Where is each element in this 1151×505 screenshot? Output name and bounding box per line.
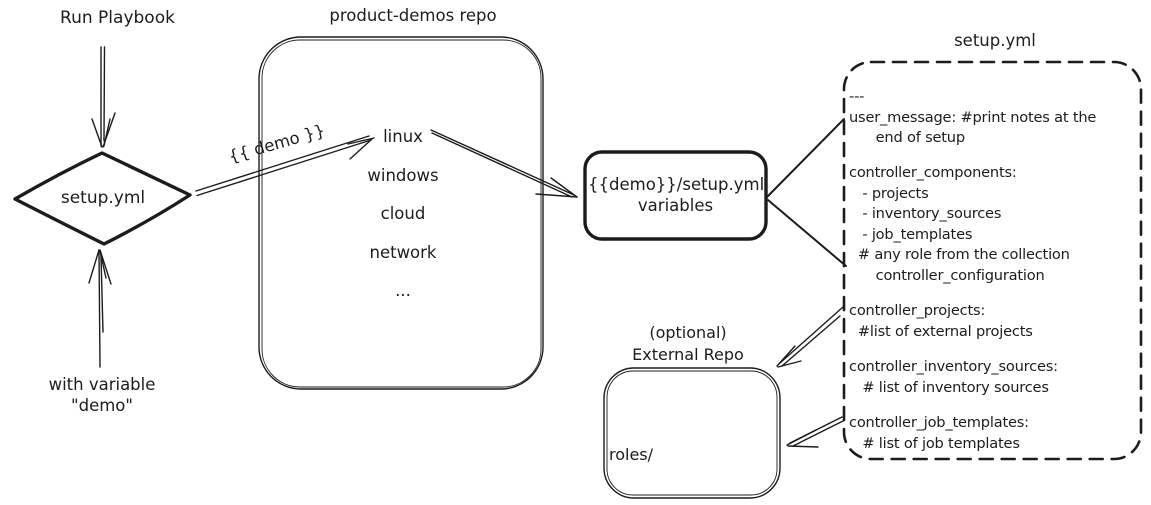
yaml-stanza-projects: controller_projects: #list of external p… xyxy=(849,302,1033,340)
setup-diamond-shape xyxy=(13,151,192,246)
repo-item-cloud: cloud xyxy=(380,204,426,223)
run-playbook-arrow xyxy=(91,46,116,148)
setup-diamond-label: setup.yml xyxy=(60,188,146,208)
yaml-stanza-components: controller_components: - projects - inve… xyxy=(849,164,1070,284)
repo-title: product-demos repo xyxy=(329,6,497,25)
linux-to-variables-arrow xyxy=(430,129,578,198)
variables-box-line1: {{demo}}/setup.yml xyxy=(588,175,765,194)
external-repo-box xyxy=(603,367,781,499)
run-playbook-label: Run Playbook xyxy=(60,8,175,28)
yaml-stanza-inventory-sources: controller_inventory_sources: # list of … xyxy=(849,358,1058,396)
repo-item-windows: windows xyxy=(367,165,439,185)
external-repo-title: (optional) External Repo xyxy=(612,322,764,365)
repo-item-network: network xyxy=(369,242,437,262)
setup-yml-dashed-box xyxy=(842,60,1143,461)
with-variable-line1: with variable xyxy=(48,375,156,394)
repo-item-more: ... xyxy=(395,281,411,300)
projects-to-external-arrow xyxy=(776,306,844,368)
with-variable-line2: "demo" xyxy=(71,396,133,415)
yaml-stanza-header: --- user_message: #print notes at the en… xyxy=(849,88,1097,146)
repo-item-linux: linux xyxy=(383,127,423,146)
external-repo-item-roles: roles/ xyxy=(609,445,654,464)
external-repo-title-line1: (optional) xyxy=(649,323,727,342)
variables-to-setupyml-connector xyxy=(766,118,847,267)
yaml-stanza-job-templates: controller_job_templates: # list of job … xyxy=(849,414,1029,452)
with-variable-label: with variable "demo" xyxy=(22,374,182,416)
external-repo-title-line2: External Repo xyxy=(632,344,744,364)
variables-box-label: {{demo}}/setup.yml variables xyxy=(588,174,765,216)
setup-yml-title: setup.yml xyxy=(954,31,1036,50)
product-demos-repo-box xyxy=(258,36,544,390)
demo-arrow xyxy=(195,135,375,197)
variables-box-line2: variables xyxy=(637,196,714,215)
repo-item-list: linux windows cloud network ... xyxy=(330,127,476,301)
external-repo-item-list: roles/ playbooks/ .... xyxy=(609,401,696,505)
variables-box-shape xyxy=(583,150,768,241)
with-variable-arrow xyxy=(88,249,112,368)
jobtemplates-to-external-arrow xyxy=(786,416,844,448)
